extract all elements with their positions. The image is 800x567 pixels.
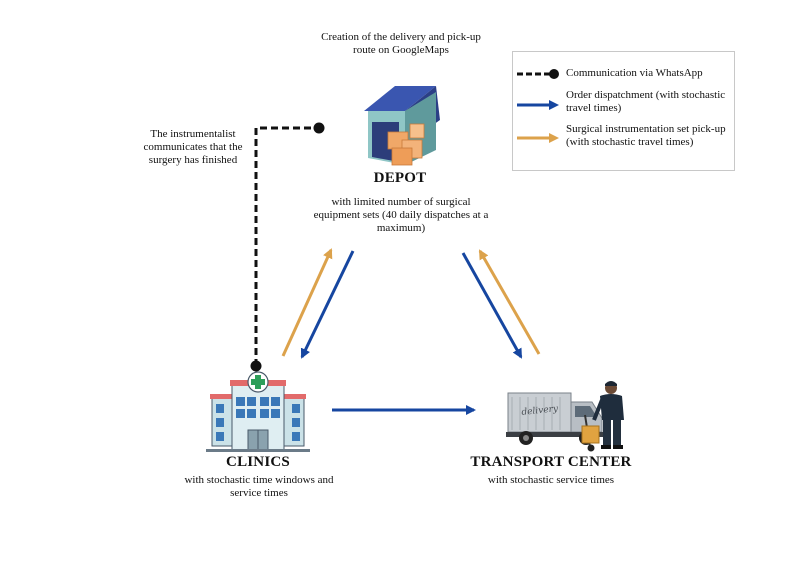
- legend-label-pickup: Surgical instrumentation set pick-up (wi…: [566, 123, 726, 148]
- blue-arrow-icon: [517, 100, 559, 110]
- legend-item-dispatch: Order dispatchment (with stochastic trav…: [513, 88, 734, 116]
- legend-label-whatsapp: Communication via WhatsApp: [566, 67, 703, 79]
- legend: Communication via WhatsApp Order dispatc…: [512, 51, 735, 171]
- transport-center-title: TRANSPORT CENTER: [470, 454, 632, 470]
- arrow-dispatch-depot-to-transport: [461, 252, 523, 359]
- arrow-dispatch-depot-to-clinics: [300, 250, 355, 359]
- delivery-worker-icon: [581, 381, 624, 452]
- warehouse-icon: [364, 86, 440, 166]
- legend-label-dispatch: Order dispatchment (with stochastic trav…: [566, 89, 726, 114]
- arrow-pickup-transport-to-depot: [478, 249, 541, 355]
- legend-item-whatsapp: Communication via WhatsApp: [513, 66, 734, 82]
- depot-route-note: Creation of the delivery and pick-up rou…: [321, 31, 481, 56]
- dashed-line-icon: [517, 69, 559, 79]
- hospital-icon: [206, 371, 310, 452]
- arrow-pickup-clinics-to-depot: [281, 248, 333, 357]
- truck-logo-text: delivery: [521, 404, 559, 418]
- legend-item-pickup: Surgical instrumentation set pick-up (wi…: [513, 122, 734, 164]
- clinics-title: CLINICS: [226, 454, 290, 470]
- depot-description: with limited number of surgical equipmen…: [313, 196, 489, 234]
- instrumentalist-note: The instrumentalist communicates that th…: [143, 128, 243, 166]
- clinics-description: with stochastic time windows and service…: [184, 474, 334, 499]
- gold-arrow-icon: [517, 133, 559, 143]
- transport-center-description: with stochastic service times: [487, 474, 615, 486]
- depot-title: DEPOT: [373, 170, 427, 186]
- whatsapp-connector: [250, 122, 325, 372]
